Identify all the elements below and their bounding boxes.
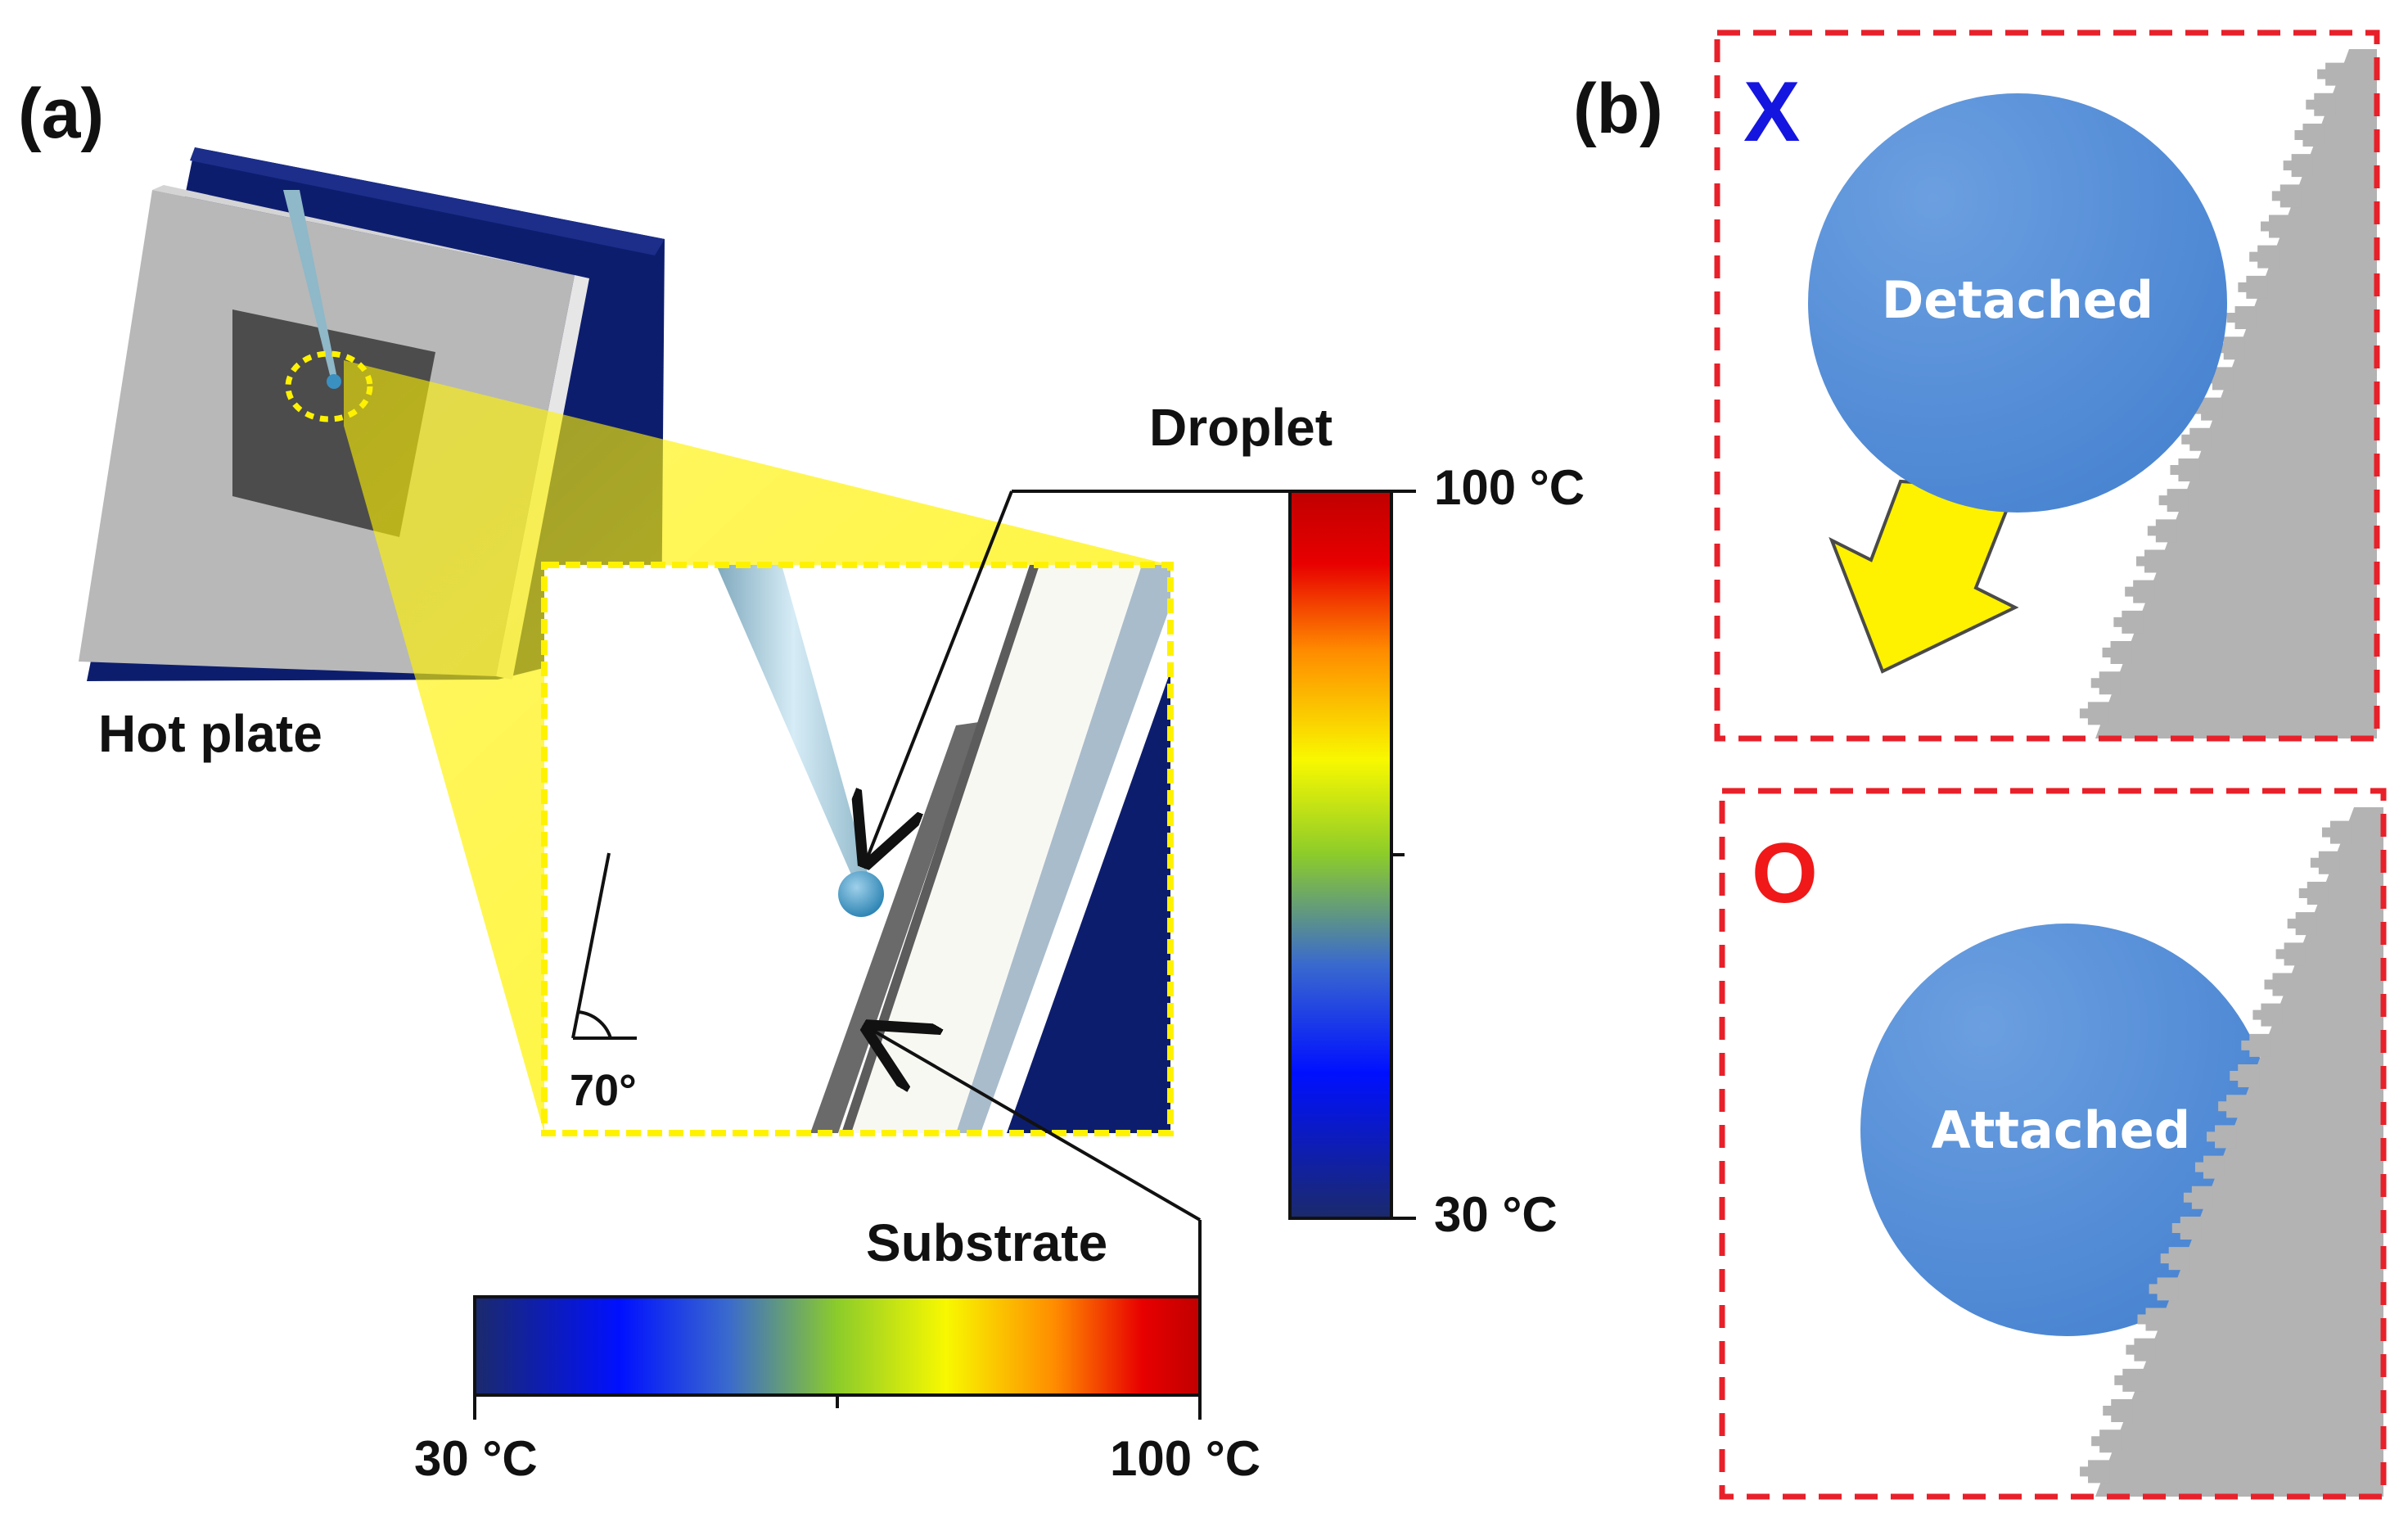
surface-bottom-tooth [2310, 851, 2340, 874]
attached-case-box [1719, 788, 2387, 1500]
zoom-inset [541, 562, 1174, 1136]
surface-top-tooth [2294, 123, 2325, 147]
surface-bottom-tooth [2298, 881, 2329, 905]
surface-top-tooth [2249, 245, 2279, 269]
surface-bottom-tooth [2103, 1399, 2133, 1423]
surface-bottom-tooth [2183, 1186, 2213, 1209]
surface-top-tooth [2283, 154, 2313, 178]
droplet-label: Droplet [1149, 398, 1333, 457]
detached-mark: X [1743, 65, 1800, 160]
inset-droplet [838, 871, 884, 917]
surface-bottom-tooth [2207, 1125, 2237, 1149]
surface-top-tooth [2136, 549, 2166, 573]
angle-label: 70° [570, 1066, 637, 1115]
surface-bottom-tooth [2114, 1368, 2144, 1392]
surface-bottom-tooth [2264, 973, 2294, 996]
surface-bottom-tooth [2137, 1307, 2167, 1331]
surface-bottom-tooth [2160, 1247, 2190, 1271]
attached-droplet [1860, 924, 2273, 1336]
detached-label: Detached [1882, 270, 2153, 330]
surface-bottom-tooth [2091, 1429, 2122, 1453]
surface-bottom-tooth [2321, 820, 2352, 844]
surface-top-tooth [2125, 580, 2155, 603]
surface-top-tooth [2271, 184, 2302, 208]
surface-bottom-tooth [2241, 1033, 2271, 1057]
vertical-colorbar-max: 100 °C [1434, 460, 1585, 515]
attached-label: Attached [1932, 1100, 2190, 1160]
surface-top-tooth [2113, 610, 2144, 634]
surface-top-tooth [2317, 62, 2347, 86]
inset-substrate [851, 565, 1142, 1133]
horizontal-colorbar-min: 30 °C [414, 1431, 538, 1486]
surface-bottom-tooth [2171, 1216, 2202, 1240]
overview-needle [283, 190, 337, 378]
surface-top-tooth [2261, 215, 2290, 238]
surface-bottom-tooth [2275, 942, 2306, 966]
inset-substrate-film [810, 722, 979, 1133]
inset-plate-edge [956, 565, 1170, 1133]
overview-droplet [327, 374, 341, 389]
surface-top-tooth [2238, 275, 2268, 299]
surface-bottom-tooth [2287, 912, 2317, 936]
surface-top-tooth [2079, 702, 2109, 725]
vertical-colorbar-min: 30 °C [1434, 1187, 1558, 1242]
vertical-colorbar [1288, 490, 1416, 1220]
surface-top-tooth [2203, 367, 2234, 391]
surface-top-tooth [2226, 306, 2257, 330]
inset-needle [716, 565, 871, 886]
surface-bottom-tooth [2252, 1003, 2283, 1027]
substrate-arrow [869, 1028, 1202, 1222]
surface-top-tooth [2158, 489, 2189, 513]
hot-plate-label: Hot plate [98, 704, 322, 763]
detached-case-box [1714, 29, 2380, 742]
detached-droplet [1808, 93, 2227, 513]
inset-plate [1007, 671, 1170, 1133]
surface-top-tooth [2102, 641, 2132, 665]
surface-bottom-tooth [2218, 1095, 2248, 1118]
surface-bottom-tooth [2126, 1338, 2156, 1362]
droplet-arrow [866, 490, 1013, 861]
surface-top-tooth [2193, 397, 2223, 421]
horizontal-colorbar [473, 1295, 1202, 1420]
surface-top-tooth [2306, 93, 2336, 116]
surface-bottom-tooth [2230, 1064, 2260, 1088]
panel-a-tag: (a) [18, 75, 104, 153]
surface-top-tooth [2181, 427, 2212, 451]
surface-top-tooth [2170, 458, 2200, 481]
surface-top-tooth [2215, 336, 2245, 360]
surface-bottom-tooth [2149, 1277, 2179, 1301]
angle-indicator [571, 852, 637, 1040]
panel-b-tag: (b) [1573, 70, 1663, 148]
surface-top-tooth [2090, 671, 2121, 695]
surface-bottom-tooth [2080, 1460, 2110, 1484]
surface-bottom-tooth [2194, 1155, 2225, 1179]
zoom-target-circle [285, 350, 373, 422]
falling-arrow [1829, 479, 2019, 674]
attached-mark: O [1752, 826, 1818, 921]
horizontal-colorbar-max: 100 °C [1110, 1431, 1260, 1486]
substrate-label: Substrate [866, 1213, 1107, 1272]
surface-top-tooth [2147, 519, 2177, 543]
rough-surface-bottom [2095, 807, 2383, 1497]
